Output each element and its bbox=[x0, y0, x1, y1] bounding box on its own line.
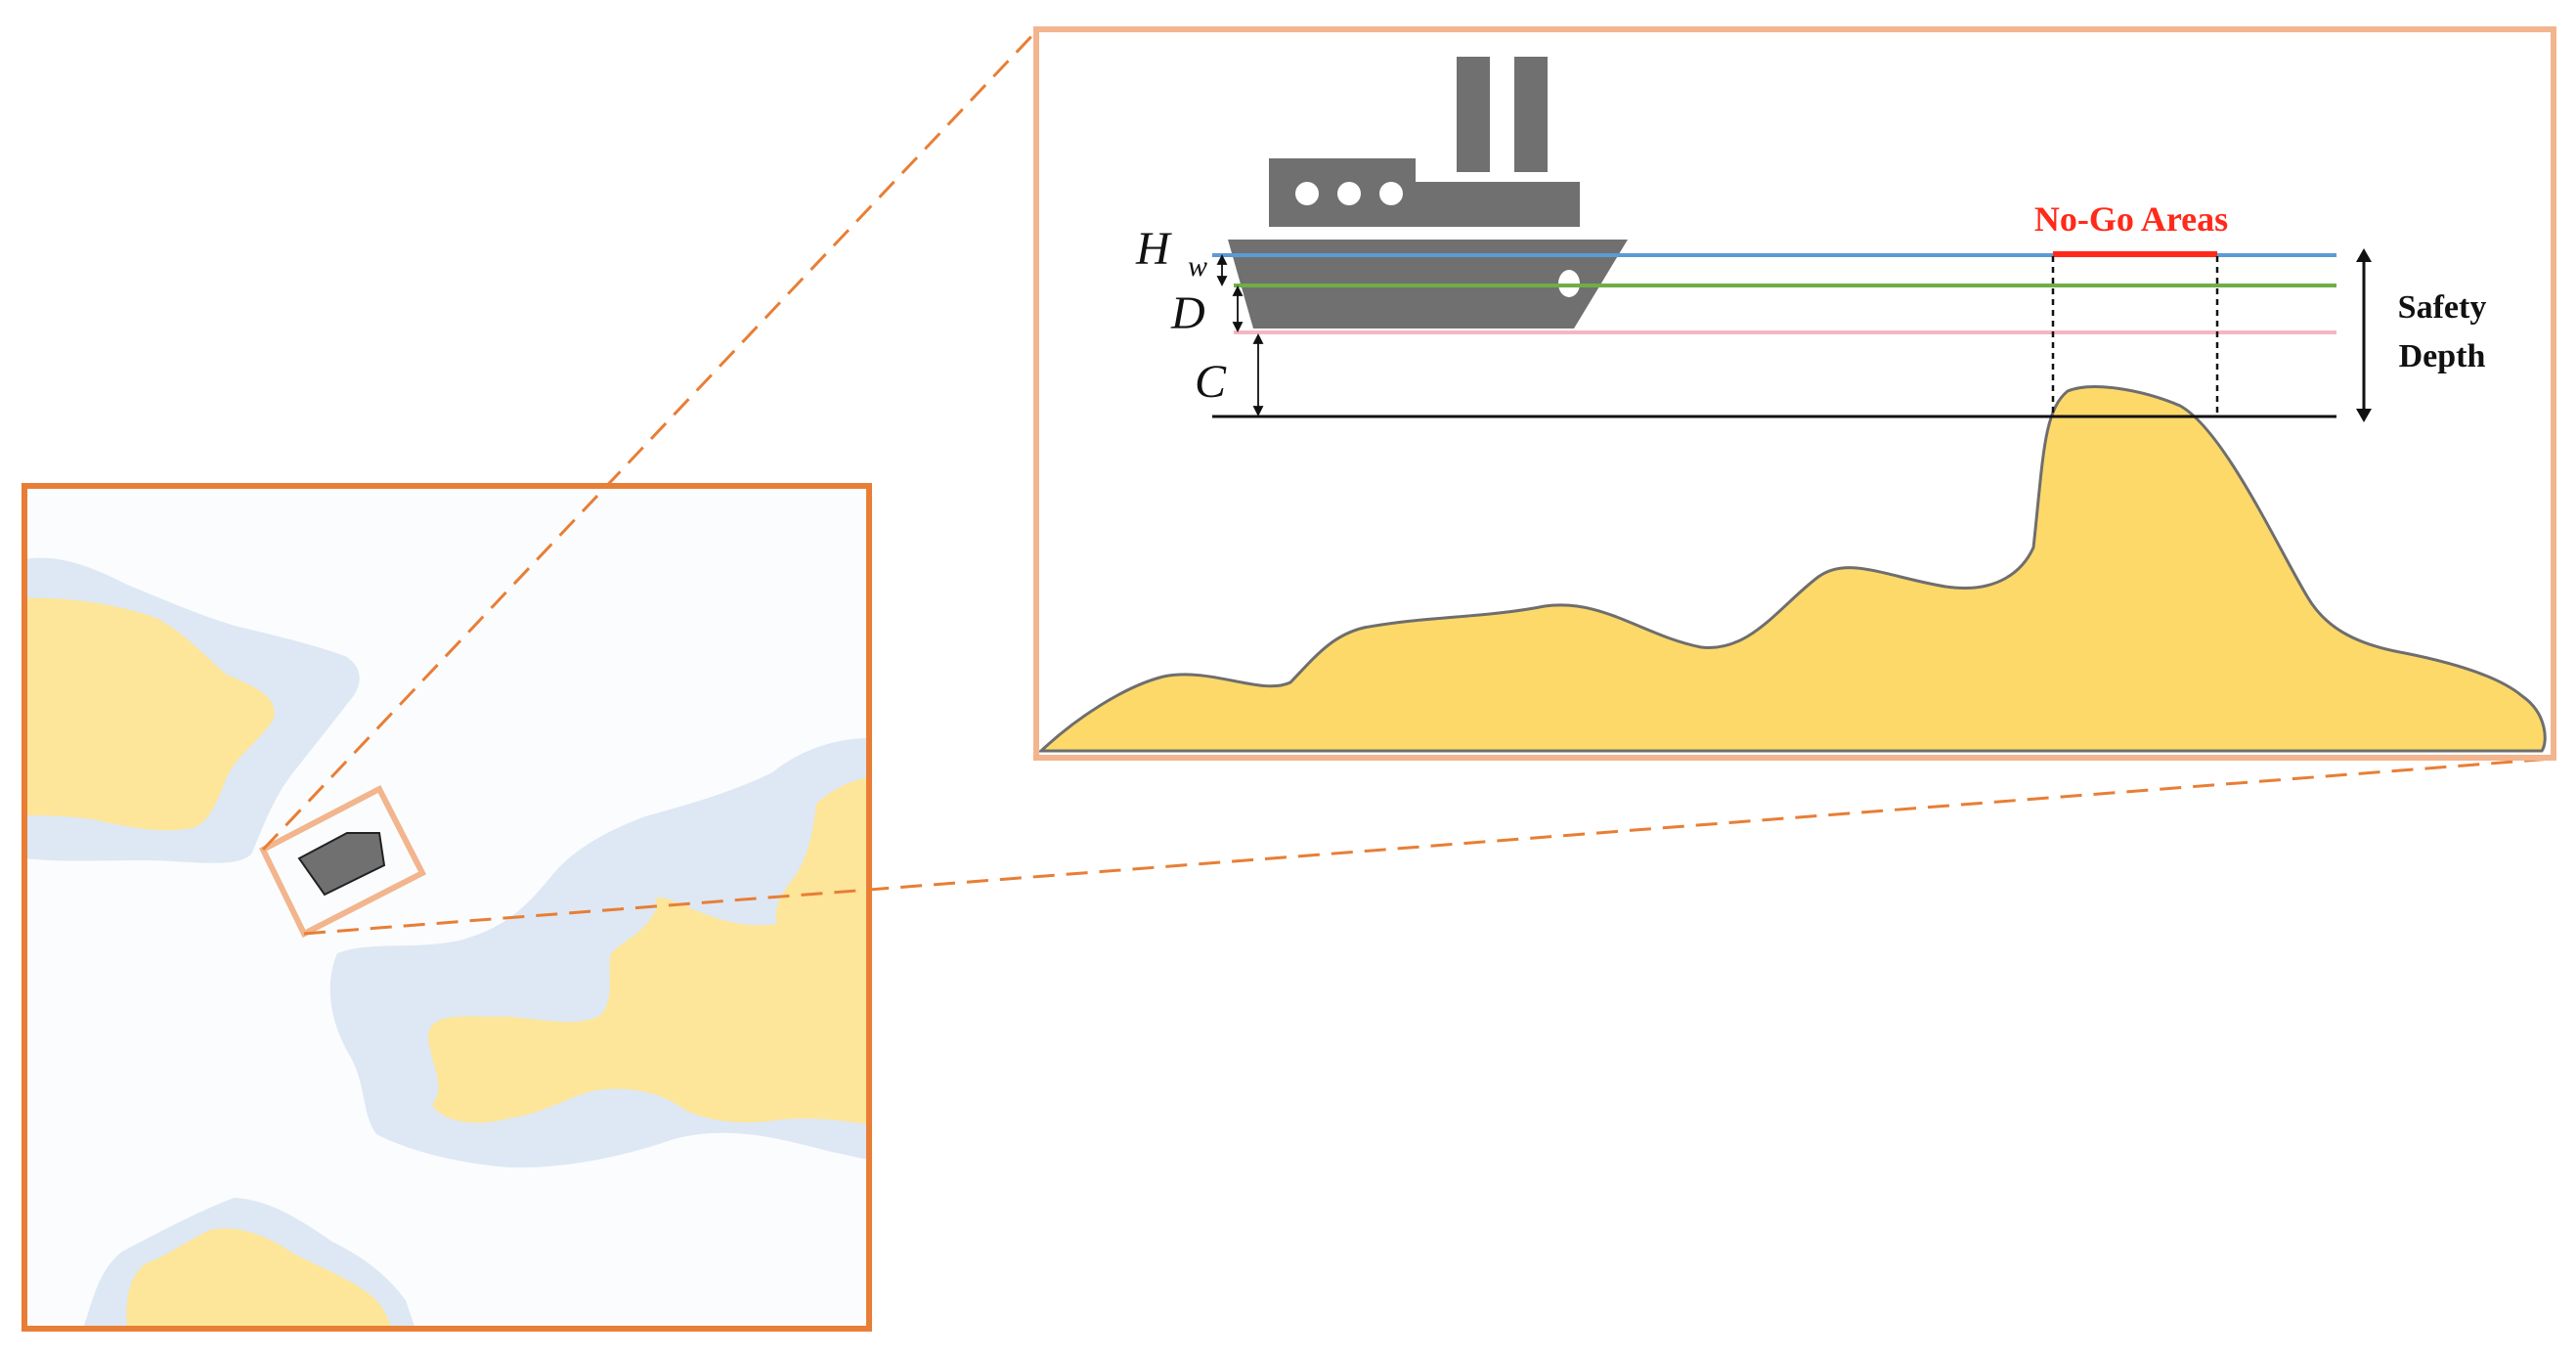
label-no-go-areas: No-Go Areas bbox=[2034, 199, 2228, 239]
ship-funnel-left bbox=[1457, 57, 1490, 172]
ship-porthole bbox=[1295, 182, 1319, 205]
land-top-left bbox=[24, 597, 275, 831]
d-arrow-head bbox=[1232, 285, 1244, 296]
cross-section-frame bbox=[1033, 26, 2556, 761]
map-frame bbox=[22, 483, 872, 1332]
hw-arrow-head bbox=[1216, 253, 1228, 265]
label-safety: Safety bbox=[2398, 289, 2487, 326]
safety-depth-arrow bbox=[2356, 248, 2372, 422]
guide-line-bottom bbox=[303, 757, 2553, 936]
cross-section-panel: H w D C No-Go Areas Safety Depth bbox=[1036, 29, 2554, 758]
label-d: D bbox=[1170, 287, 1205, 339]
vessel-focus-box bbox=[259, 784, 427, 939]
ship-funnel-right bbox=[1514, 57, 1548, 172]
hw-arrow-tail bbox=[1216, 276, 1228, 287]
label-c: C bbox=[1195, 356, 1227, 408]
safety-depth-arrow-head-bottom bbox=[2356, 409, 2372, 422]
ship-porthole bbox=[1337, 182, 1361, 205]
land-right bbox=[428, 777, 869, 1124]
guide-line-top bbox=[261, 29, 1038, 852]
d-arrow-tail bbox=[1232, 322, 1244, 333]
label-hw: H bbox=[1135, 223, 1172, 275]
land-bottom bbox=[126, 1228, 391, 1329]
c-arrow-tail bbox=[1252, 406, 1264, 417]
map-panel bbox=[24, 486, 869, 1329]
ship-porthole bbox=[1379, 182, 1403, 205]
label-hw-subscript: w bbox=[1188, 250, 1207, 283]
dimension-arrows bbox=[1216, 253, 1264, 417]
zoom-guides bbox=[261, 29, 2553, 936]
vessel-marker-icon bbox=[297, 832, 386, 897]
safety-depth-arrow-head-top bbox=[2356, 248, 2372, 262]
c-arrow-head bbox=[1252, 332, 1264, 344]
focus-rectangle bbox=[259, 784, 427, 939]
ship-deck bbox=[1269, 182, 1580, 227]
label-depth: Depth bbox=[2399, 338, 2486, 374]
seabed-profile bbox=[1037, 385, 2547, 753]
